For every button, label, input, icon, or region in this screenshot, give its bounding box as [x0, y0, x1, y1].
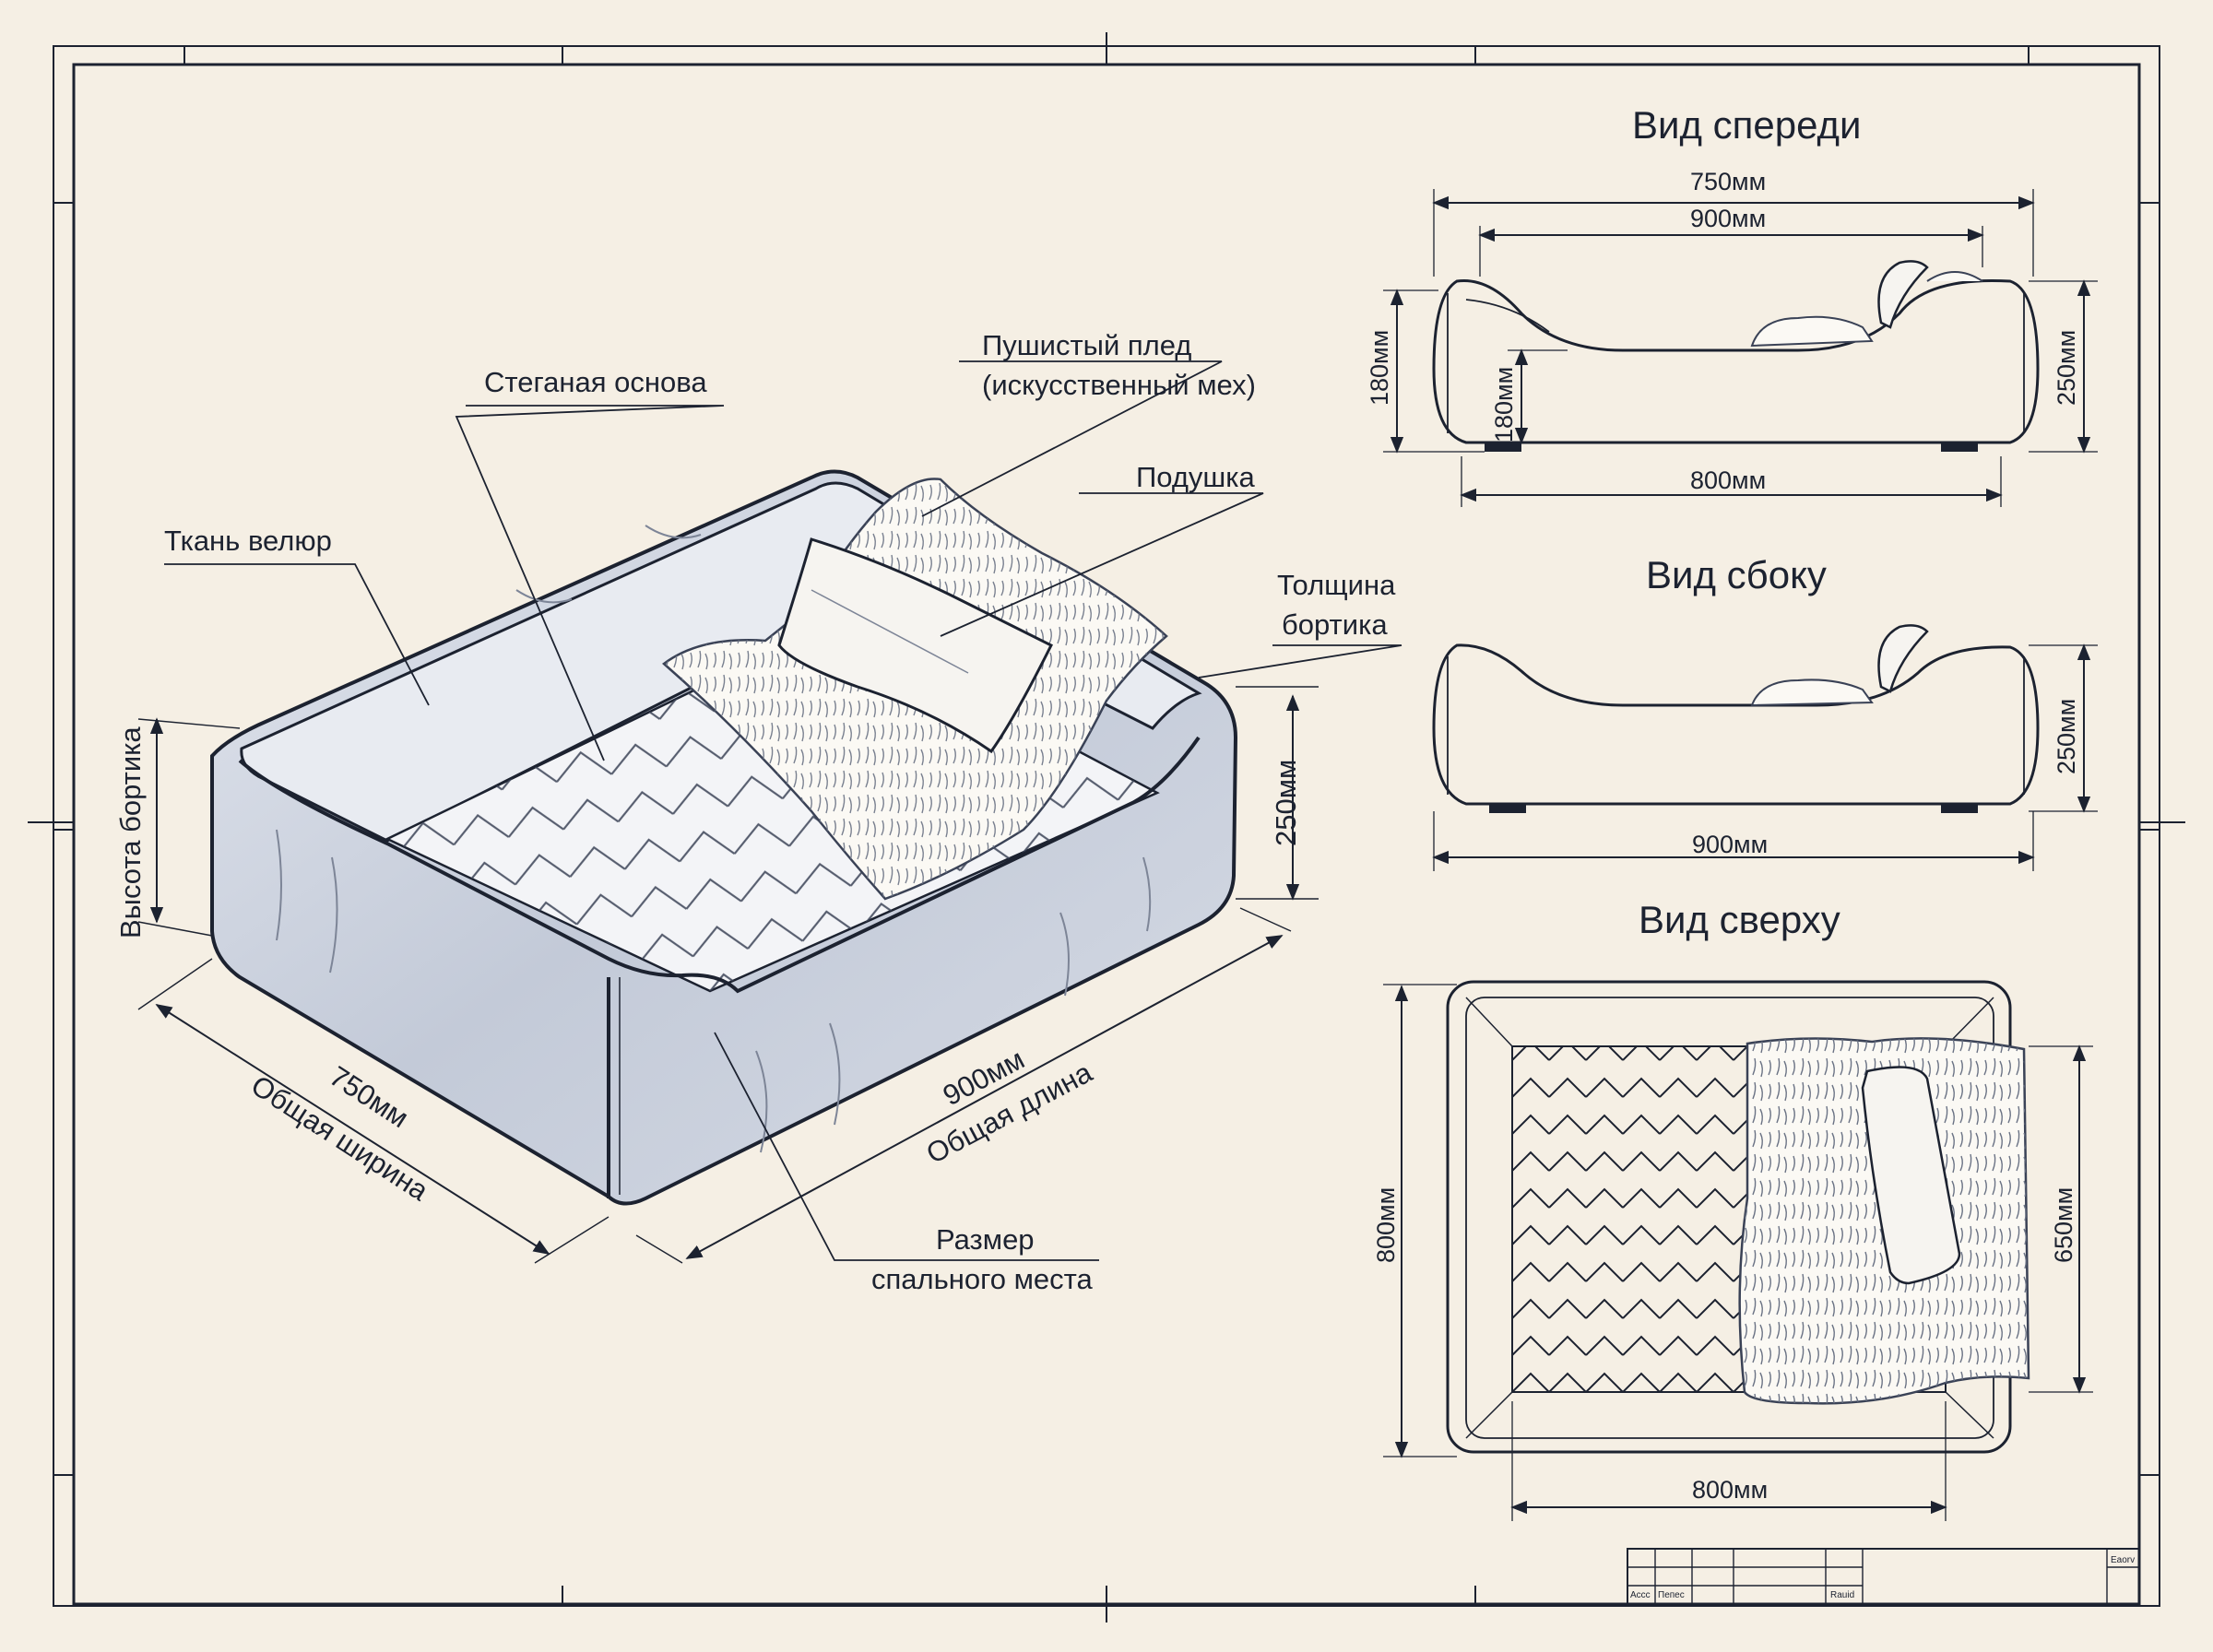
drawing-frame — [28, 32, 2185, 1622]
iso-dimensions — [137, 686, 1319, 1264]
front-view-title: Вид спереди — [1632, 103, 1862, 147]
leader-lines — [164, 360, 1402, 1261]
front-dim-left-inner: 180мм — [1490, 367, 1518, 442]
label-height-250: 250мм — [1270, 760, 1302, 846]
top-dim-bottom: 800мм — [1692, 1476, 1768, 1504]
side-view: Вид сбоку 250мм 900мм — [1432, 553, 2098, 871]
front-view-fur — [1750, 315, 1874, 348]
label-quilted-base: Стеганая основа — [484, 366, 707, 398]
top-view-title: Вид сверху — [1639, 898, 1840, 941]
label-pillow: Подушка — [1136, 461, 1256, 493]
top-dim-left: 800мм — [1372, 1187, 1400, 1263]
side-view-pillow — [1877, 624, 1929, 693]
front-dim-top-outer: 750мм — [1690, 168, 1766, 195]
front-dim-bottom: 800мм — [1690, 466, 1766, 494]
label-fabric: Ткань велюр — [164, 525, 332, 557]
bed-front-rim — [238, 736, 1201, 994]
label-plaid-1: Пушистый плед — [982, 329, 1191, 361]
side-view-title: Вид сбоку — [1646, 553, 1827, 596]
title-block: Accc Пепес Rauid Eaorv — [1627, 1548, 2140, 1605]
label-wall-height: Высота бортика — [114, 726, 147, 938]
title-block-cell-a: Accc — [1630, 1590, 1651, 1600]
title-block-cell-b: Пепес — [1658, 1590, 1685, 1600]
label-thickness-1: Толщина — [1277, 569, 1396, 601]
label-plaid-2: (искусственный мех) — [982, 369, 1256, 401]
side-dim-right: 250мм — [2053, 699, 2080, 774]
label-sleep-1: Размер — [936, 1223, 1035, 1256]
top-dim-right: 650мм — [2050, 1187, 2077, 1263]
front-view-outline — [1432, 278, 2040, 444]
front-dim-right: 250мм — [2053, 330, 2080, 406]
side-dim-bottom: 900мм — [1692, 831, 1768, 858]
front-view-pillow — [1877, 260, 1929, 329]
front-view: Вид спереди 750мм 900мм 180мм 180мм 250м… — [1366, 103, 2098, 507]
front-dim-top-inner: 900мм — [1690, 205, 1766, 232]
top-view: Вид сверху 800мм 650мм 800мм — [1372, 898, 2093, 1521]
title-block-cell-d: Eaorv — [2111, 1555, 2135, 1565]
side-view-fur — [1750, 678, 1874, 707]
isometric-bed — [210, 469, 1238, 1206]
top-view-pillow — [1861, 1066, 1961, 1285]
title-block-cell-c: Rauid — [1830, 1590, 1854, 1600]
front-dim-left-outer: 180мм — [1366, 330, 1393, 406]
side-view-outline — [1432, 643, 2040, 806]
label-sleep-2: спального места — [871, 1263, 1094, 1295]
label-thickness-2: бортика — [1282, 608, 1388, 641]
